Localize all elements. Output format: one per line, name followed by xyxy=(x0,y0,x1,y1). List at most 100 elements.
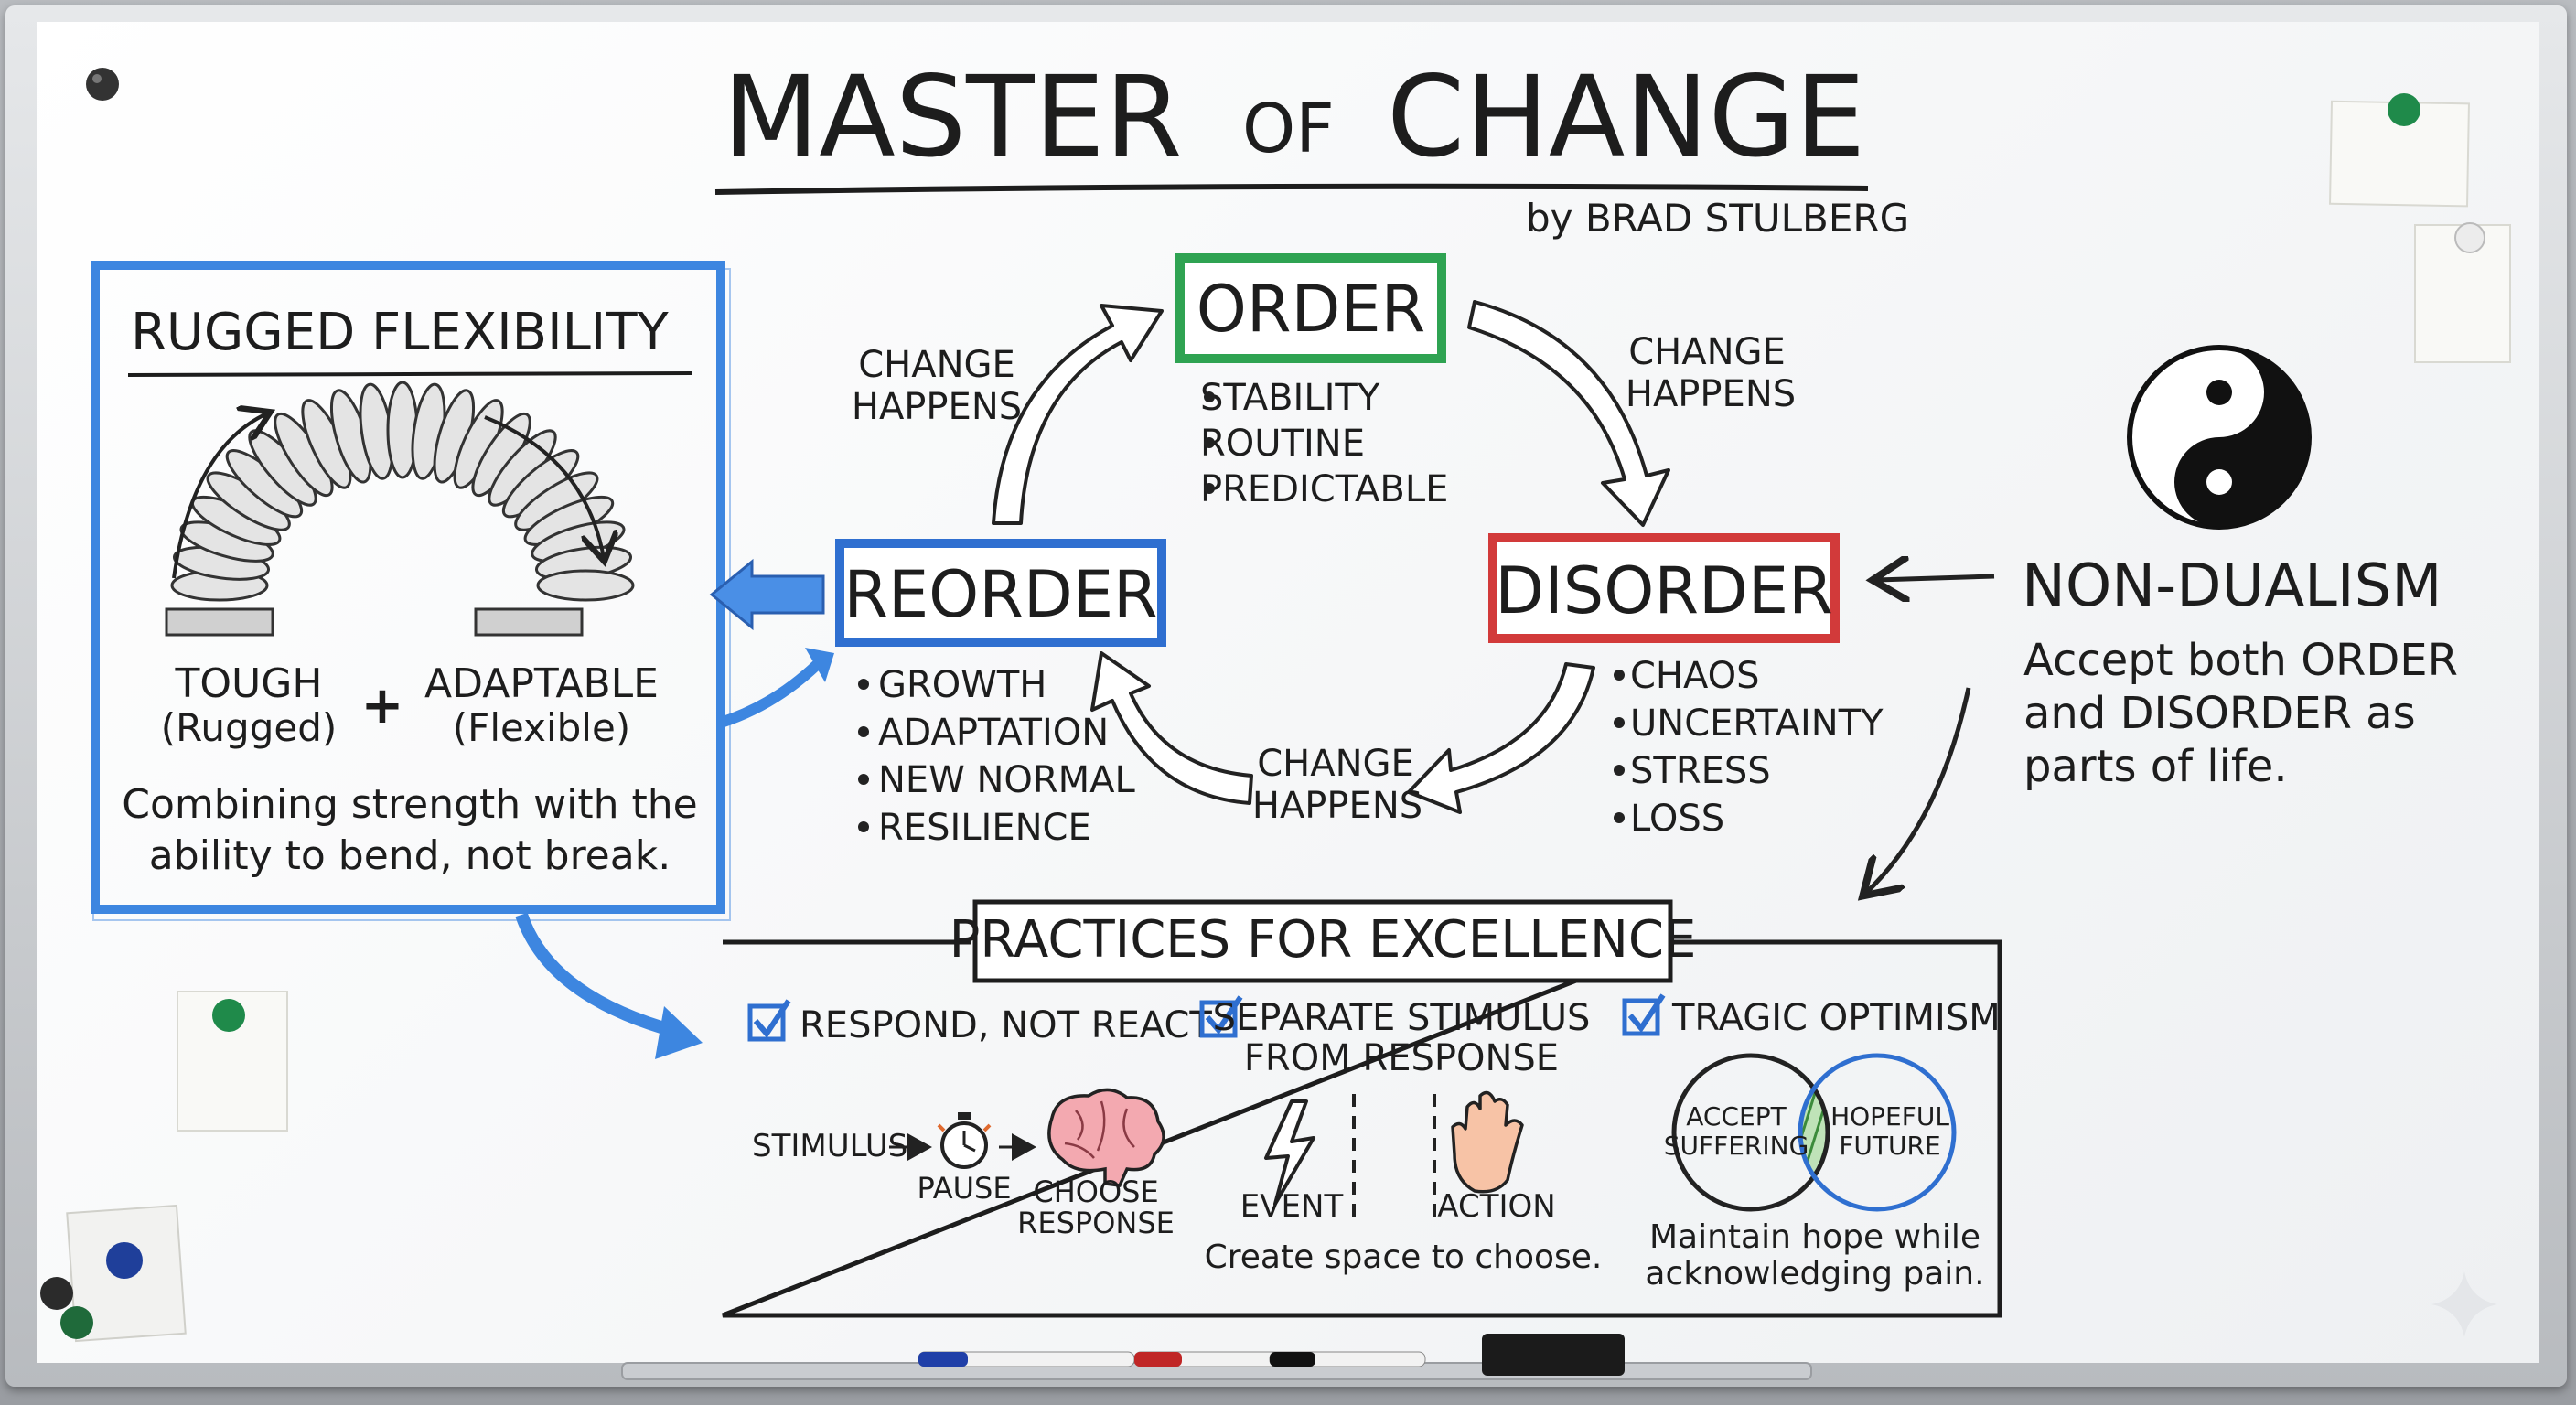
stimulus-label: STIMULUS xyxy=(752,1128,907,1164)
practice-3-title: TRAGIC OPTIMISM xyxy=(1671,997,2001,1039)
practices-panel: PRACTICES FOR EXCELLENCE RESPOND, NOT RE… xyxy=(722,899,2002,1318)
disorder-bullet-4: LOSS xyxy=(1630,798,1724,840)
venn-left-1: ACCEPT xyxy=(1686,1101,1787,1132)
disorder-label: DISORDER xyxy=(1495,553,1832,628)
order-bullet-2: ROUTINE xyxy=(1200,423,1365,465)
practice-3-caption-2: acknowledging pain. xyxy=(1645,1255,1984,1292)
practice-tragic-optimism: TRAGIC OPTIMISM ACCEPT SUFFERING HOPEFUL… xyxy=(1622,993,2001,1292)
magnet-black-icon xyxy=(40,1277,73,1310)
adaptable-label: ADAPTABLE xyxy=(424,660,659,707)
arrow-to-disorder xyxy=(1877,576,1995,580)
checkbox-icon xyxy=(1622,998,1660,1036)
title-underline xyxy=(714,183,1869,195)
title-block: MASTER OF CHANGE by BRAD STULBERG xyxy=(714,52,1909,241)
order-box xyxy=(1175,253,1446,363)
change-label-left-1: CHANGE xyxy=(858,344,1015,386)
reorder-label: REORDER xyxy=(843,557,1157,632)
checkbox-icon xyxy=(1199,1000,1238,1038)
practice-1-title: RESPOND, NOT REACT xyxy=(800,1004,1212,1046)
board-decor xyxy=(40,68,2511,1343)
title-of: OF xyxy=(1242,90,1335,168)
magnet-white-icon xyxy=(2454,222,2485,253)
venn-right-2: FUTURE xyxy=(1839,1131,1940,1161)
title-master: MASTER xyxy=(723,52,1183,182)
arrow-to-reorder xyxy=(719,654,828,728)
disorder-box xyxy=(1488,533,1840,643)
disorder-bullet-3: STRESS xyxy=(1630,750,1771,792)
arrow-to-rugged xyxy=(709,558,825,631)
order-label: ORDER xyxy=(1197,272,1426,347)
arrow-disorder-to-reorder xyxy=(1407,662,1595,814)
rugged-desc-1: Combining strength with the xyxy=(122,781,697,828)
non-dualism-desc-2: and DISORDER as xyxy=(2023,688,2416,739)
magnet-green-icon xyxy=(212,999,245,1032)
disorder-bullet-1: CHAOS xyxy=(1630,655,1760,697)
arrow-to-practices-right xyxy=(1866,687,1971,893)
checkmark-icon xyxy=(1627,993,1666,1033)
plus-sign: + xyxy=(361,676,404,735)
rugged-title: RUGGED FLEXIBILITY xyxy=(131,303,670,362)
practice-2-title-2: FROM RESPONSE xyxy=(1244,1037,1559,1079)
change-cycle: ORDER STABILITY ROUTINE PREDICTABLE DISO… xyxy=(835,253,1884,849)
practice-respond: RESPOND, NOT REACT STIMULUS PAUSE CHOOSE… xyxy=(747,999,1212,1240)
choose-label-1: CHOOSE xyxy=(1033,1174,1158,1209)
reorder-bullet-2: ADAPTATION xyxy=(878,712,1109,754)
slinky-base xyxy=(474,607,584,637)
disorder-bullet-2: UNCERTAINTY xyxy=(1630,702,1884,745)
title-change: CHANGE xyxy=(1387,52,1865,182)
change-label-bottom-2: HAPPENS xyxy=(1252,785,1422,827)
tough-label: TOUGH xyxy=(175,660,323,707)
practice-2-title-1: SEPARATE STIMULUS xyxy=(1213,997,1591,1039)
cycle-arrows xyxy=(992,300,1670,814)
checkmark-icon xyxy=(1205,995,1243,1035)
order-bullet-3: PREDICTABLE xyxy=(1200,468,1448,510)
non-dualism-title: NON-DUALISM xyxy=(2022,552,2442,620)
venn-right-1: HOPEFUL xyxy=(1830,1101,1949,1132)
magnet-blue-icon xyxy=(106,1242,143,1279)
non-dualism-block: NON-DUALISM Accept both ORDER and DISORD… xyxy=(1866,345,2458,893)
non-dualism-desc-1: Accept both ORDER xyxy=(2023,635,2458,686)
practices-title: PRACTICES FOR EXCELLENCE xyxy=(950,910,1697,970)
stopwatch-icon xyxy=(937,1112,992,1169)
event-label: EVENT xyxy=(1240,1188,1344,1225)
arrow-reorder-to-order xyxy=(992,304,1164,525)
magnet-dark-icon xyxy=(86,68,119,101)
marker-tray xyxy=(621,1334,1812,1380)
practice-2-caption: Create space to choose. xyxy=(1205,1239,1603,1276)
arrow-order-to-disorder xyxy=(1467,300,1670,527)
arrow-into-reorder xyxy=(1090,651,1253,805)
venn-left-2: SUFFERING xyxy=(1664,1131,1809,1161)
practice-3-caption-1: Maintain hope while xyxy=(1649,1218,1980,1256)
reorder-rugged-arrows xyxy=(515,558,834,1059)
change-label-bottom-1: CHANGE xyxy=(1257,743,1414,785)
sparkle-icon xyxy=(2431,1271,2497,1337)
bend-arrow-left xyxy=(172,413,267,579)
magnet-green-icon xyxy=(2388,93,2420,126)
author: by BRAD STULBERG xyxy=(1526,196,1909,241)
tough-sub: (Rugged) xyxy=(161,705,338,750)
reorder-box xyxy=(835,539,1166,647)
rugged-flexibility-panel: RUGGED FLEXIBILITY TOUGH (Rugged) + ADAP… xyxy=(91,261,731,921)
reorder-bullet-3: NEW NORMAL xyxy=(878,759,1136,801)
change-label-left-2: HAPPENS xyxy=(852,386,1022,428)
reorder-bullet-1: GROWTH xyxy=(878,664,1046,706)
space-dividers xyxy=(1352,1094,1436,1217)
yin-yang-icon xyxy=(2127,345,2312,530)
change-label-right-2: HAPPENS xyxy=(1626,373,1796,415)
raised-hand-icon xyxy=(1451,1090,1524,1194)
rugged-desc-2: ability to bend, not break. xyxy=(149,832,671,879)
adaptable-sub: (Flexible) xyxy=(453,705,630,750)
magnet-green-icon xyxy=(60,1306,93,1339)
eraser[interactable] xyxy=(1482,1334,1625,1376)
checkbox-icon xyxy=(747,1003,786,1042)
pause-label: PAUSE xyxy=(917,1171,1011,1206)
practice-separate: SEPARATE STIMULUS FROM RESPONSE EVENT AC… xyxy=(1199,995,1603,1276)
choose-label-2: RESPONSE xyxy=(1017,1206,1175,1240)
order-bullet-1: STABILITY xyxy=(1200,377,1380,419)
slinky-base xyxy=(165,607,274,637)
reorder-bullet-4: RESILIENCE xyxy=(878,807,1091,849)
brain-icon xyxy=(1047,1088,1165,1187)
non-dualism-desc-3: parts of life. xyxy=(2023,741,2288,792)
practices-title-box xyxy=(972,899,1673,983)
